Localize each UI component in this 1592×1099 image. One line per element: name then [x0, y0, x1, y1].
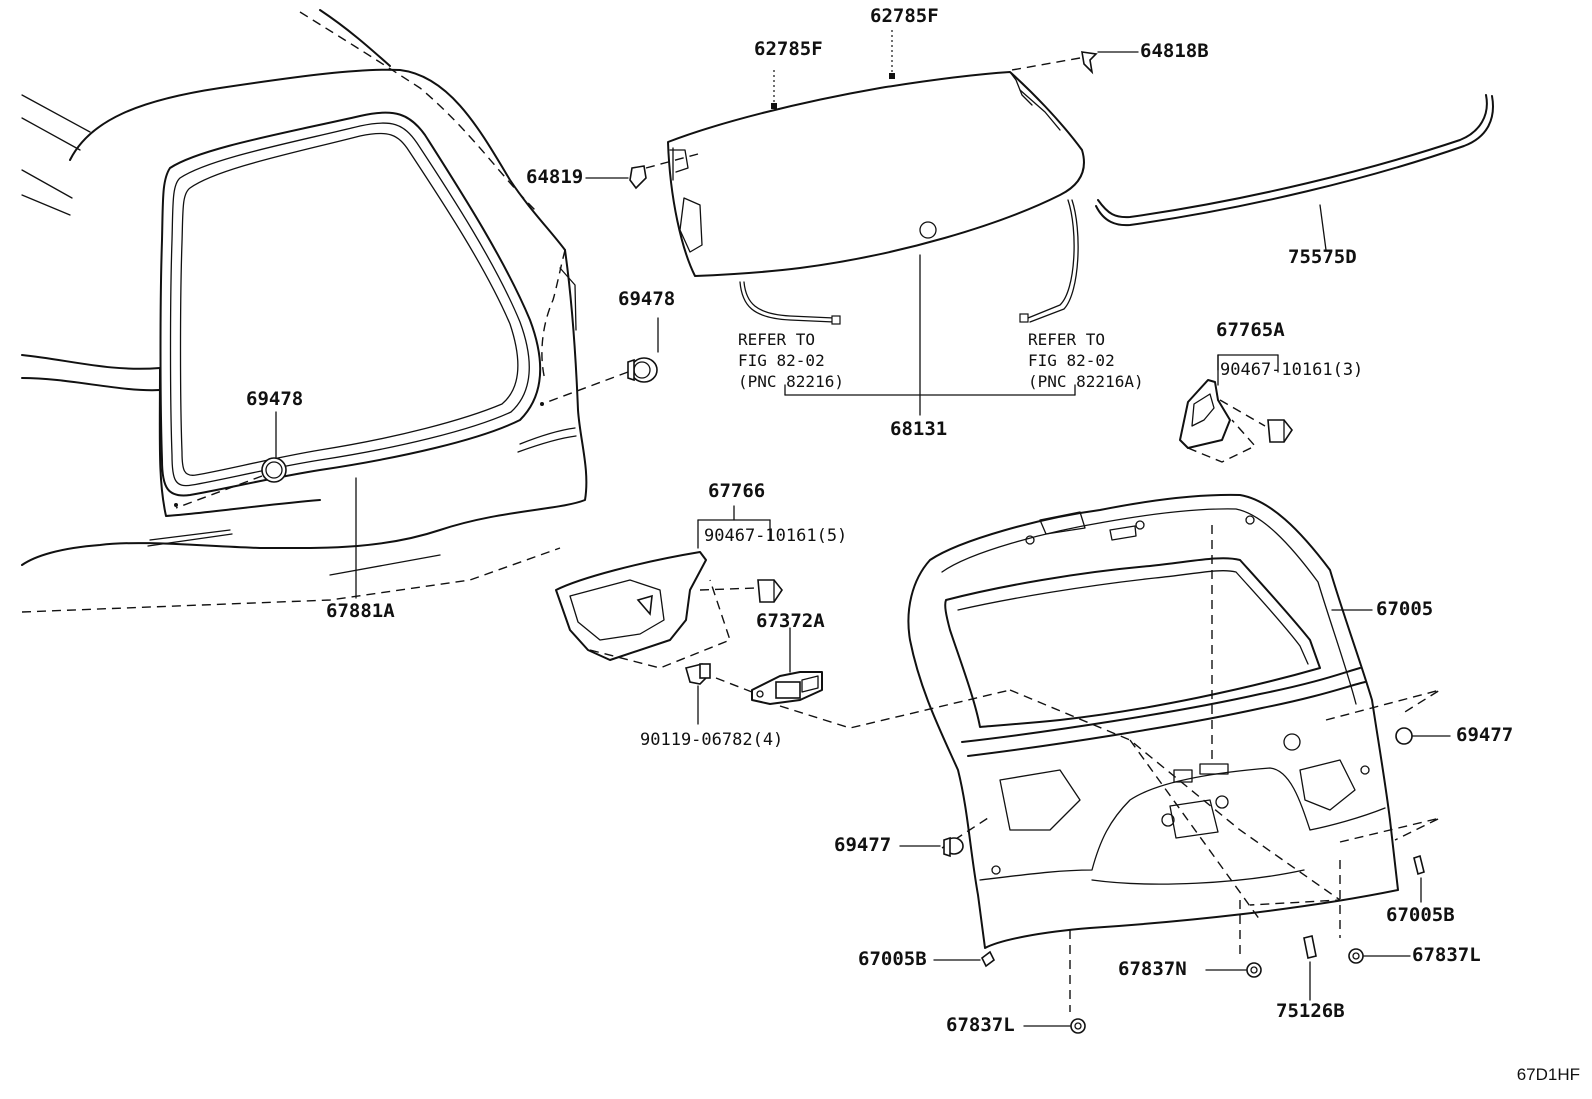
reference-right-line1: REFER TO [1028, 330, 1106, 349]
back-door-panel-67005 [907, 493, 1399, 949]
cushion-75126B [1303, 935, 1317, 1001]
part-label-67765A: 67765A [1216, 319, 1285, 341]
reference-note-right: REFER TO FIG 82-02 (PNC 82216A) [1028, 332, 1144, 395]
door-bracket-67765A [1179, 354, 1293, 463]
part-label-90119-06782: 90119-06782(4) [640, 730, 784, 750]
part-label-62785F-b: 62785F [870, 5, 939, 27]
glass-spacer-64818B [1011, 51, 1139, 75]
part-label-67372A: 67372A [756, 610, 825, 632]
part-label-67766: 67766 [708, 480, 766, 502]
hole-plug-69478-left [175, 457, 287, 509]
defogger-wire-left [739, 281, 841, 325]
part-label-90467-10161-5: 90467-10161(5) [704, 526, 848, 546]
back-door-glass [667, 71, 1085, 277]
part-label-67005B-right: 67005B [1386, 904, 1455, 926]
back-door-lock-67372A [715, 627, 1011, 729]
back-door-moulding [1095, 94, 1494, 251]
part-label-64818B: 64818B [1140, 40, 1209, 62]
vehicle-body-outline [21, 9, 588, 613]
part-label-67005: 67005 [1376, 598, 1434, 620]
part-label-69477-left: 69477 [834, 834, 892, 856]
hole-plug-69478-right [540, 357, 658, 406]
reference-left-line3: (PNC 82216) [738, 372, 844, 391]
clip-67005B-right [1413, 854, 1425, 903]
glass-stopper-62785F-b [889, 30, 895, 79]
door-bracket-67766 [555, 505, 783, 669]
clip-67837L-right [1348, 948, 1411, 964]
clip-67837L-left [1023, 1018, 1086, 1034]
bolt-90119-06782 [685, 663, 711, 725]
reference-right-line2: FIG 82-02 [1028, 351, 1115, 370]
grommet-69477-left [899, 836, 964, 858]
reference-left-line1: REFER TO [738, 330, 816, 349]
part-label-69478-right: 69478 [618, 288, 676, 310]
part-label-75126B: 75126B [1276, 1000, 1345, 1022]
glass-spacer-64819 [585, 153, 699, 190]
part-label-67881A: 67881A [326, 600, 395, 622]
part-label-75575D: 75575D [1288, 246, 1357, 268]
part-label-69477-right: 69477 [1456, 724, 1514, 746]
glass-stopper-62785F-a [771, 70, 777, 109]
clip-67837N [1205, 962, 1262, 978]
panel-dashed-leaders [941, 609, 1441, 1012]
clip-67005B-left [933, 950, 996, 968]
part-label-68131: 68131 [890, 418, 948, 440]
part-label-67837N: 67837N [1118, 958, 1187, 980]
part-label-64819: 64819 [526, 166, 584, 188]
part-label-67837L-right: 67837L [1412, 944, 1481, 966]
diagram-code: 67D1HF [1516, 1065, 1580, 1084]
glass-callout-leaders [784, 254, 1076, 416]
part-label-62785F-a: 62785F [754, 38, 823, 60]
part-label-67837L-left: 67837L [946, 1014, 1015, 1036]
weatherstrip-joint-icon [174, 503, 178, 507]
part-label-67005B-left: 67005B [858, 948, 927, 970]
back-door-weatherstrip [159, 111, 542, 507]
defogger-wire-right [1019, 199, 1079, 323]
grommet-69477-right [1395, 727, 1451, 745]
part-label-90467-10161-3: 90467-10161(3) [1220, 360, 1364, 380]
reference-left-line2: FIG 82-02 [738, 351, 825, 370]
reference-right-line3: (PNC 82216A) [1028, 372, 1144, 391]
reference-note-left: REFER TO FIG 82-02 (PNC 82216) [738, 332, 844, 395]
part-label-69478-left: 69478 [246, 388, 304, 410]
